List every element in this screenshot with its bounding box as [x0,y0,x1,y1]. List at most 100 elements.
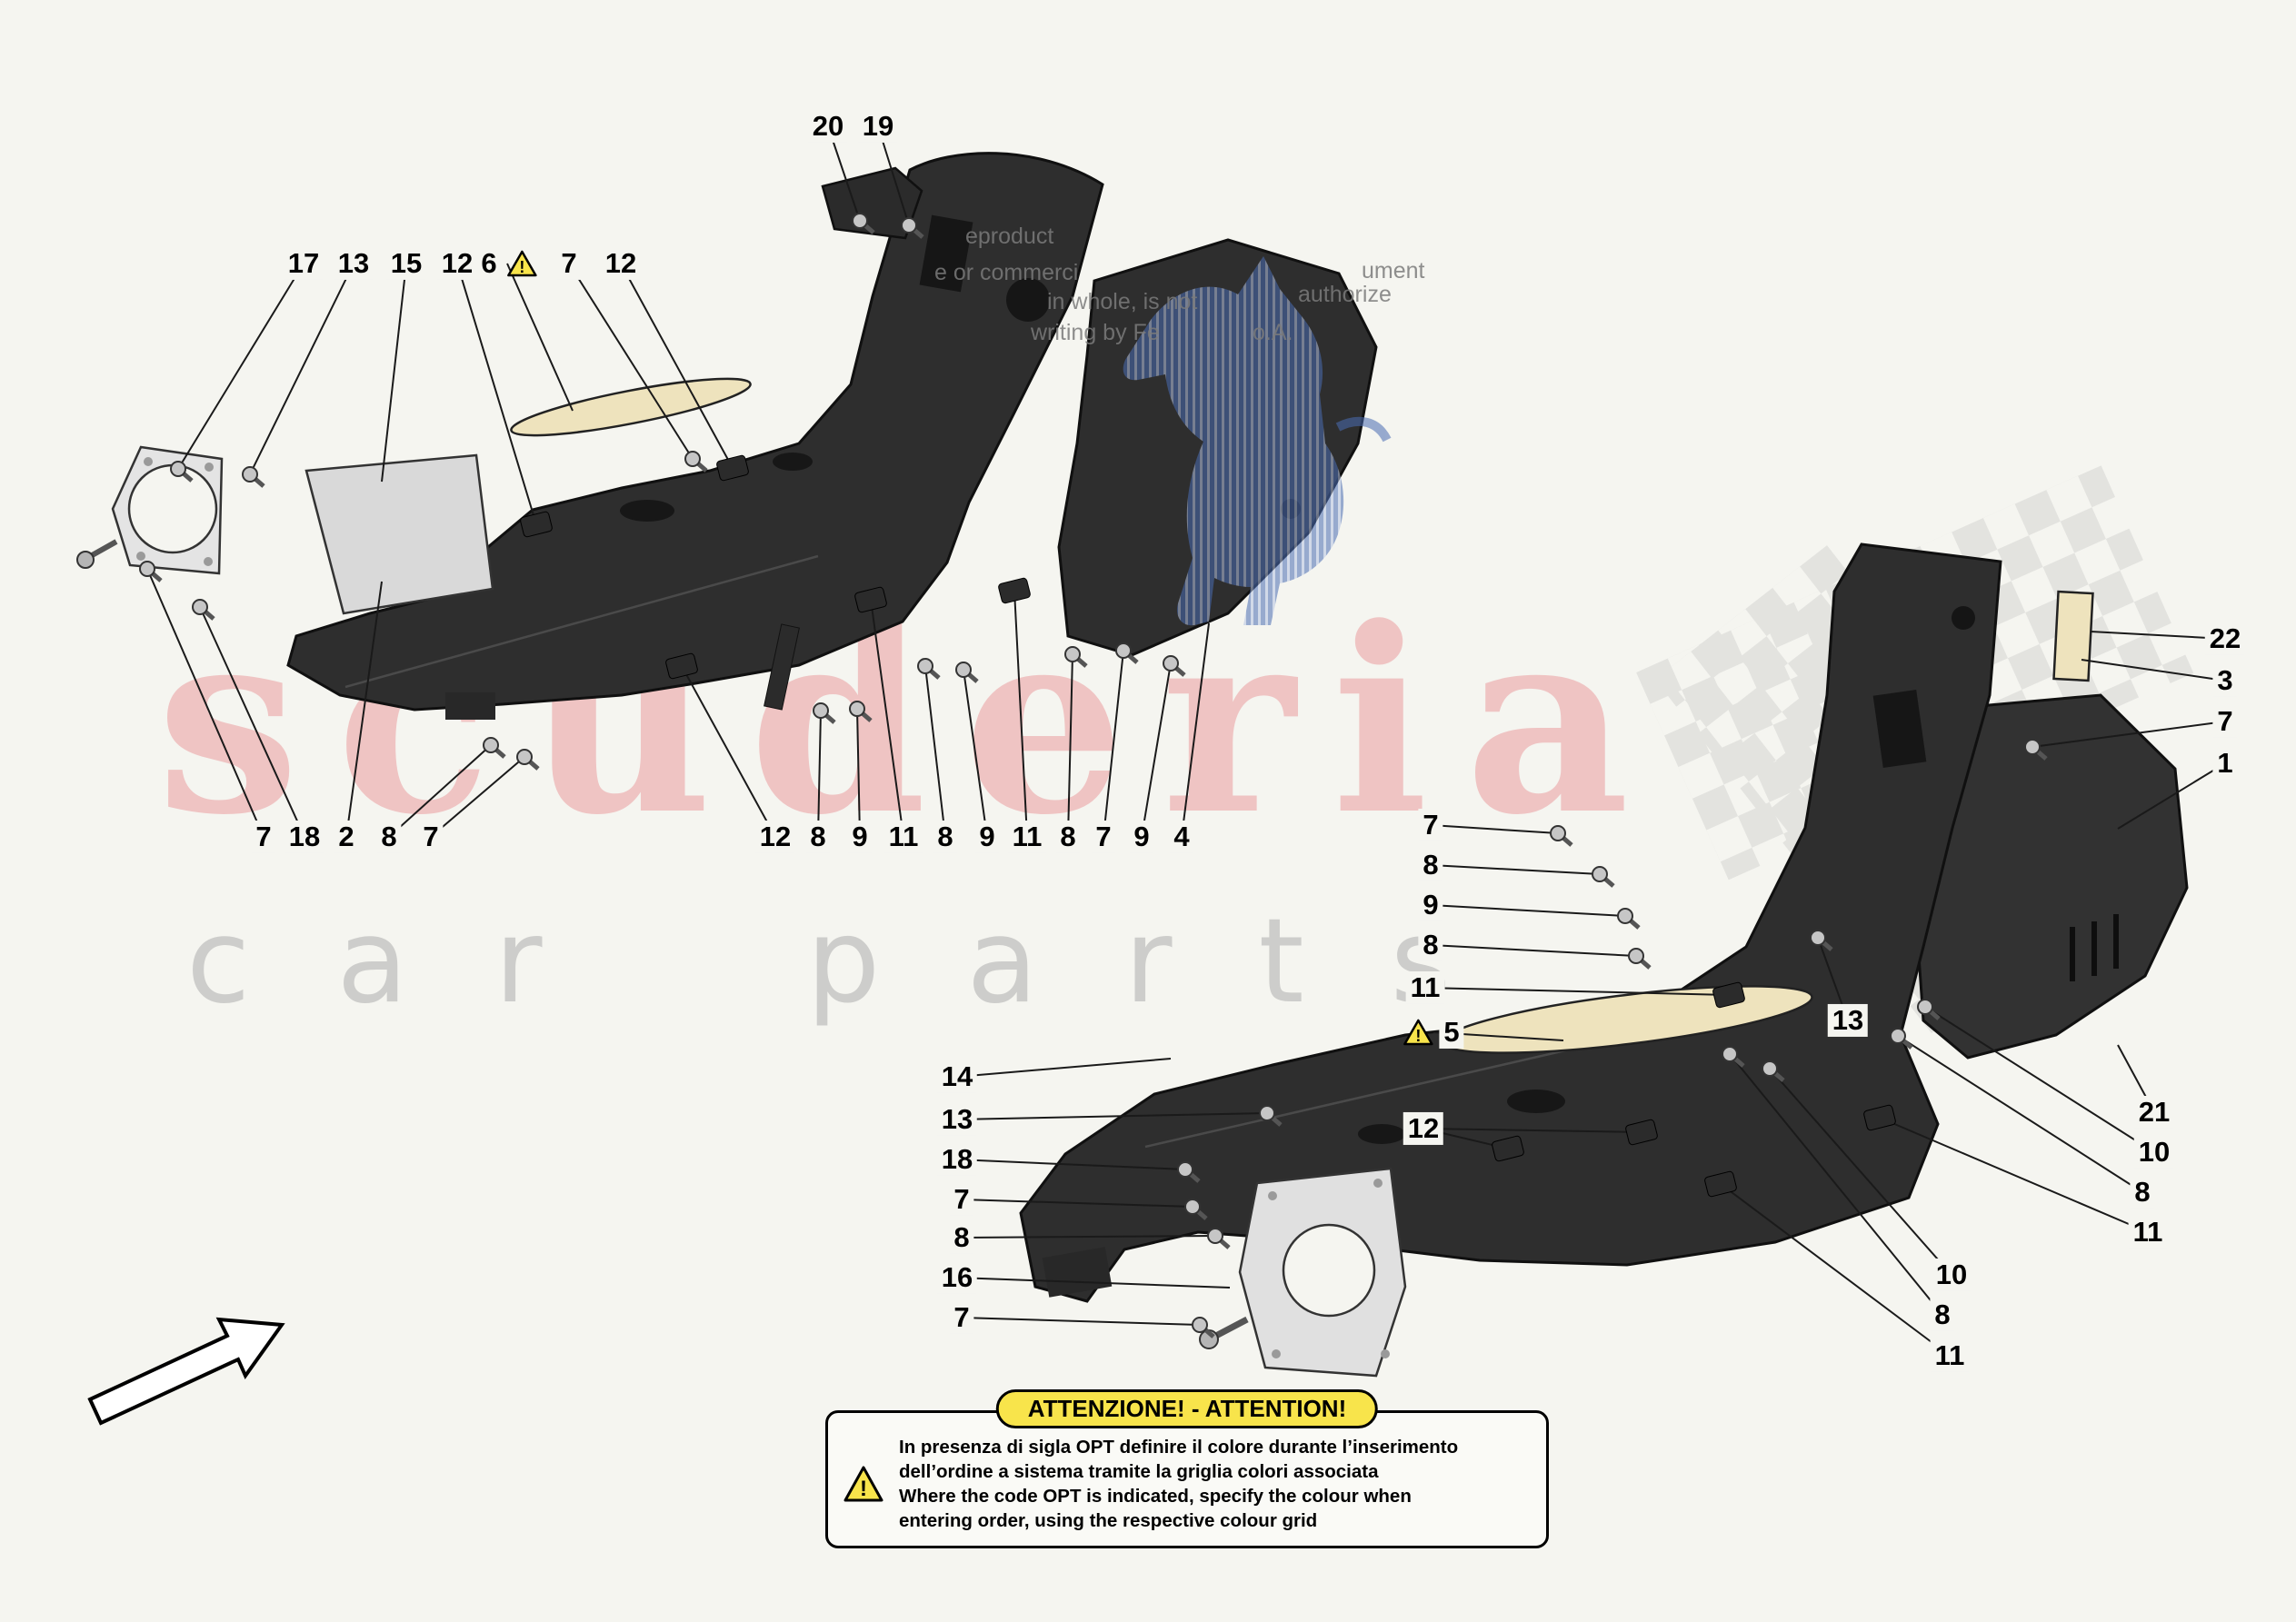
bracket-hole [1381,1349,1390,1358]
callout-7: 7 [949,1300,974,1335]
bracket-bore [127,463,218,554]
left-sill-assembly [76,152,1378,720]
callout-9: 9 [974,820,1000,854]
attention-text-line: entering order, using the respective col… [899,1510,1318,1531]
callout-7: 7 [418,820,444,854]
callout-10: 10 [2133,1135,2175,1169]
callout-number: 17 [283,246,324,281]
callout-11: 11 [1405,970,1445,1005]
callout-12: 12 [436,246,478,281]
bracket-hole [205,463,214,472]
callout-number: 8 [2130,1175,2155,1209]
bracket-hole [1373,1179,1383,1188]
callout-number: 9 [1418,888,1443,922]
callout-number: 7 [1418,808,1443,842]
bracket-hole [1272,1349,1281,1358]
trim-clip [1625,1119,1658,1146]
callout-3: 3 [2212,663,2238,698]
callout-number: 9 [974,820,1000,854]
callout-19: 19 [857,109,899,144]
pillar-hole [1952,606,1975,630]
callout-number: 7 [1091,820,1116,854]
screw-fastener [192,599,215,621]
callout-9: 9 [1129,820,1154,854]
callout-8: 8 [1418,848,1443,882]
sill-slot [620,500,674,522]
callout-number: 7 [949,1300,974,1335]
screw-fastener [1550,825,1573,847]
callout-4: 4 [1169,820,1194,854]
warning-triangle-icon: ! [1403,1019,1433,1046]
callout-21: 21 [2133,1095,2175,1129]
screw-fastener [813,702,836,724]
callout-number: 8 [1418,928,1443,962]
pillar-slot [1872,690,1927,768]
screw-fastener [1163,655,1186,677]
callout-number: 12 [754,820,796,854]
screw-fastener [684,451,708,473]
screw-fastener [483,737,506,759]
screw-fastener [139,561,163,582]
callout-number: 8 [1930,1298,1955,1332]
screw-fastener [1917,999,1941,1020]
screw-fastener [1722,1046,1745,1068]
bracket-hole [204,557,213,566]
callout-number: 12 [600,246,642,281]
screw-fastener [852,213,875,234]
callout-number: 12 [436,246,478,281]
screw-fastener [1177,1161,1201,1183]
copyright-watermark-fragment: ument [1362,258,1425,284]
screw-fastener [1628,948,1652,970]
screw-fastener [1617,908,1641,930]
callout-9: 9 [847,820,873,854]
screw-fastener [516,749,540,771]
callout-number: 10 [2133,1135,2175,1169]
callout-15: 15 [385,246,427,281]
callout-number: 10 [1931,1258,1972,1292]
sill-slot [1507,1090,1565,1113]
callout-number: 7 [949,1182,974,1217]
callout-5: !5 [1403,1015,1464,1050]
sill-seam [344,554,819,689]
svg-text:!: ! [520,258,525,276]
callout-7: 7 [2212,704,2238,739]
callout-number: 8 [1418,848,1443,882]
trim-clip [716,454,749,482]
callout-number: 8 [1055,820,1081,854]
bracket-hole [144,457,153,466]
callout-number: 7 [2212,704,2238,739]
sill-tab [1042,1247,1113,1298]
callout-number: 3 [2212,663,2238,698]
copyright-watermark-fragment: eproduct [965,224,1054,249]
callout-number: 9 [1129,820,1154,854]
attention-text-line: Where the code OPT is indicated, specify… [899,1486,1412,1507]
callout-number: 4 [1169,820,1194,854]
callout-13: 13 [1827,1003,1869,1038]
callout-8: 8 [1055,820,1081,854]
attention-text-line: In presenza di sigla OPT definire il col… [899,1437,1459,1458]
callout-number: 21 [2133,1095,2175,1129]
direction-arrow [87,1317,285,1426]
callout-number: 13 [333,246,374,281]
callout-11: 11 [883,820,923,854]
trim-strip-small [764,623,800,711]
callout-16: 16 [936,1260,978,1295]
sill-slot [1358,1124,1405,1144]
screw-fastener [1207,1228,1231,1249]
callout-7: 7 [1091,820,1116,854]
screw-fastener [1064,646,1088,668]
callout-number: 7 [556,246,582,281]
callout-8: 8 [1930,1298,1955,1332]
callout-13: 13 [936,1102,978,1137]
screw-fastener [2024,739,2048,761]
pillar-slot [919,214,973,293]
screw-fastener [1762,1060,1785,1082]
copyright-watermark-fragment: writing by Fe [1031,320,1160,345]
callout-10: 10 [1931,1258,1972,1292]
callout-number: 8 [933,820,958,854]
screw-fastener [1259,1105,1283,1127]
callout-8: 8 [1418,928,1443,962]
bracket-hole [136,552,145,561]
